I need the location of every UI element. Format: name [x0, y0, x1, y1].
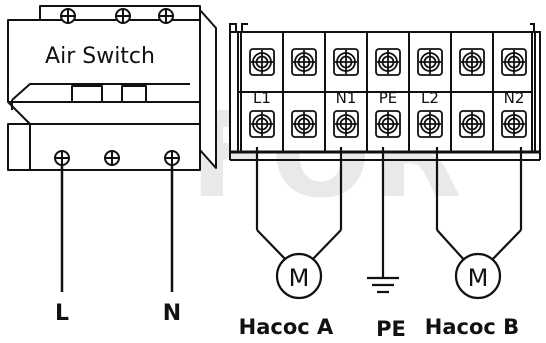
motor-icon: [275, 252, 323, 300]
terminal-label: N2: [504, 89, 525, 107]
screw-icon: [417, 110, 443, 138]
screw-icon: [54, 150, 70, 166]
screw-icon: [60, 8, 76, 24]
terminal-5: L2: [408, 32, 443, 152]
screw-icon: [459, 48, 485, 76]
screw-icon: [164, 150, 180, 166]
screw-icon: [459, 110, 485, 138]
breaker-bottom-screws: [54, 150, 180, 166]
screw-icon: [501, 110, 527, 138]
screw-icon: [375, 48, 401, 76]
screw-icon: [249, 48, 275, 76]
motor-icon: [454, 252, 502, 300]
motor-b: M: [454, 252, 502, 300]
supply-wires: [60, 165, 174, 292]
line-label: L: [55, 301, 69, 326]
terminal-columns: L1 N1 PE L2 N2: [240, 32, 536, 152]
pump-b-label: Насос B: [425, 315, 519, 339]
neutral-label: N: [163, 301, 181, 326]
terminal-7: N2: [492, 32, 527, 152]
terminal-label: L2: [421, 89, 439, 107]
terminal-1: L1: [249, 48, 275, 138]
screw-icon: [249, 110, 275, 138]
breaker-top-screws: [60, 8, 174, 24]
terminal-3: N1: [324, 32, 359, 152]
air-switch: [7, 5, 217, 171]
screw-icon: [291, 48, 317, 76]
ground-icon: [367, 276, 399, 294]
terminal-2: [282, 32, 317, 152]
screw-icon: [417, 48, 443, 76]
terminal-4: PE: [366, 32, 401, 152]
screw-icon: [158, 8, 174, 24]
screw-icon: [291, 110, 317, 138]
ground-label: PE: [376, 317, 406, 341]
screw-icon: [104, 150, 120, 166]
screw-icon: [375, 110, 401, 138]
motor-b-symbol: M: [468, 264, 489, 292]
pump-wires: [255, 147, 523, 278]
pump-a-label: Насос A: [239, 315, 334, 339]
screw-icon: [501, 48, 527, 76]
screw-icon: [115, 8, 131, 24]
motor-a: M: [275, 252, 323, 300]
motor-a-symbol: M: [289, 264, 310, 292]
terminal-label: N1: [336, 89, 357, 107]
screw-icon: [333, 110, 359, 138]
terminal-6: [450, 32, 485, 152]
terminal-label: L1: [253, 89, 271, 107]
screw-icon: [333, 48, 359, 76]
air-switch-label: Air Switch: [45, 44, 155, 69]
terminal-label: PE: [379, 89, 398, 107]
